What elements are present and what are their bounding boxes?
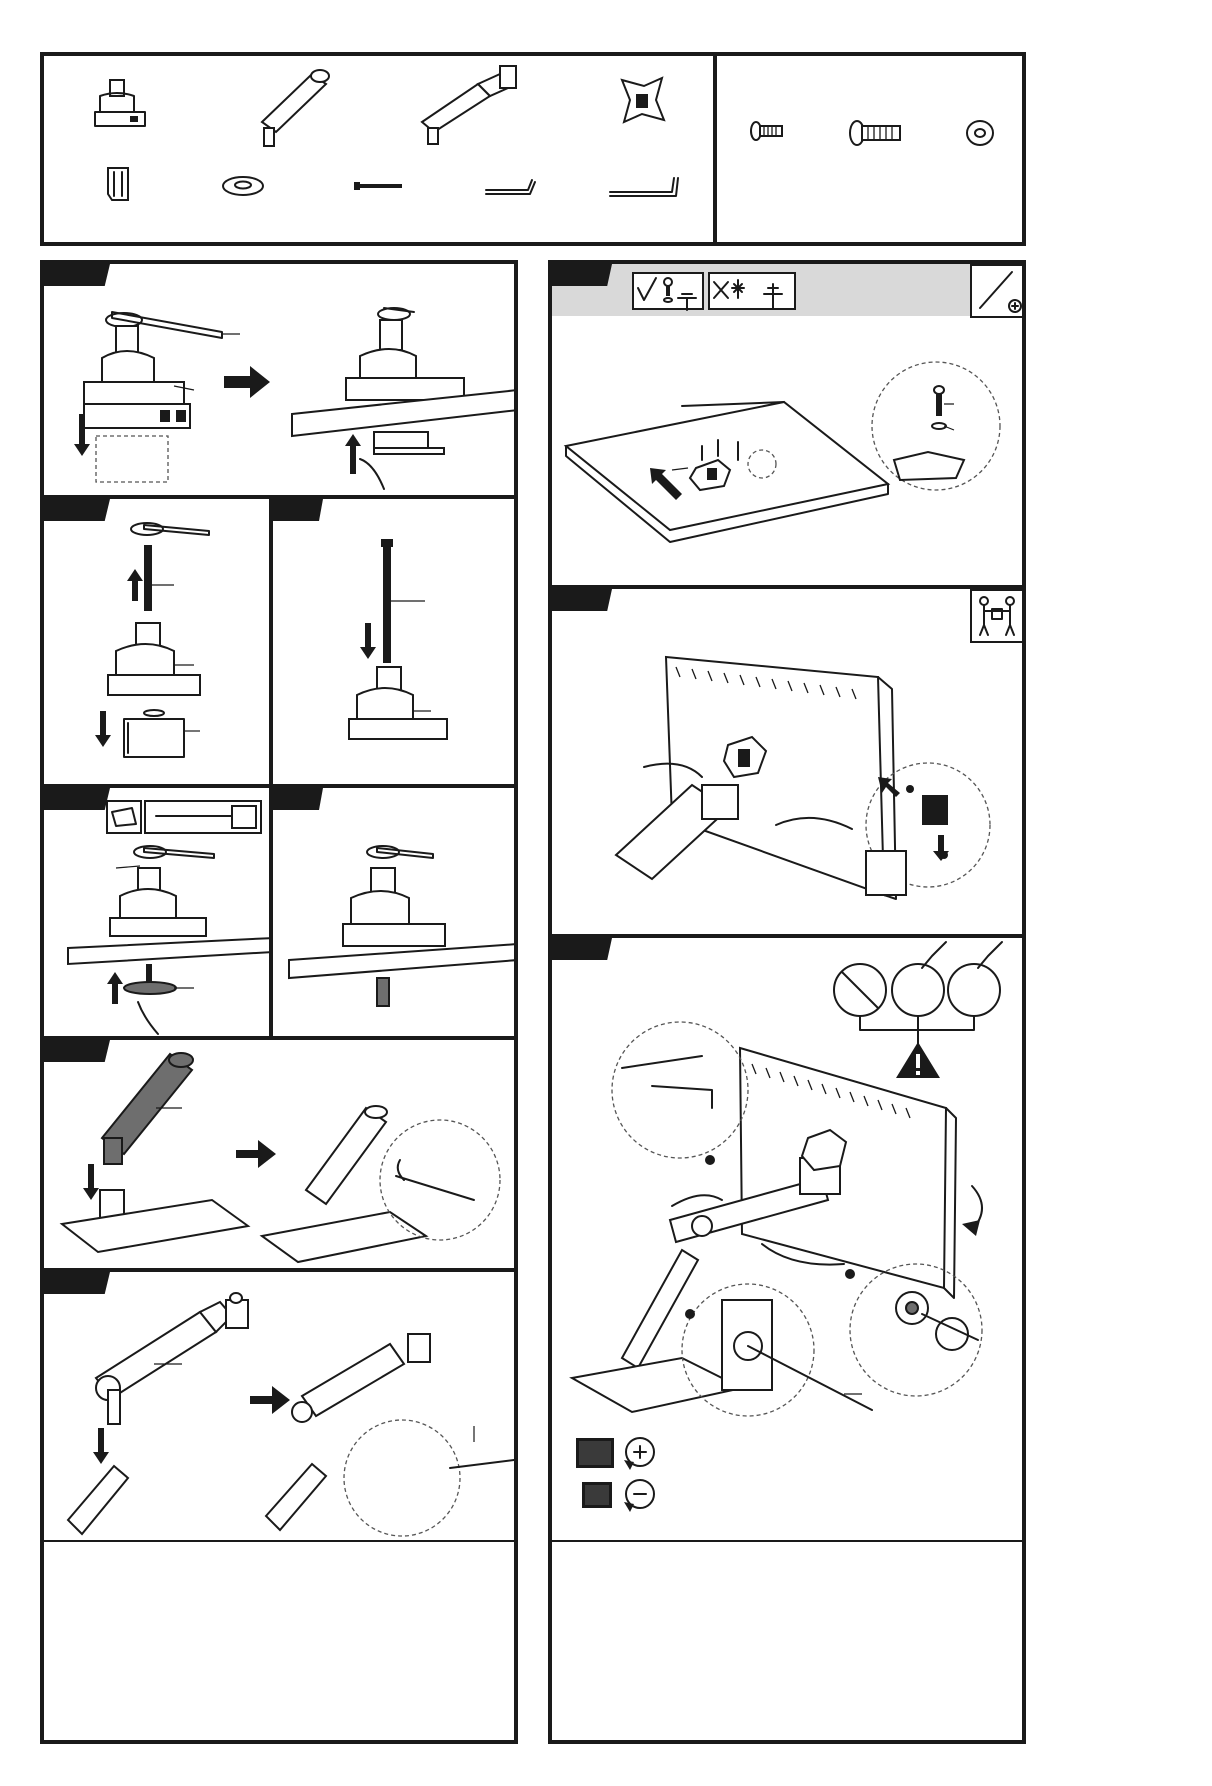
plus-rotate-icon [624,1438,654,1470]
cable-clip-part [108,168,128,200]
step-drill-hole [42,786,271,1038]
clamp-install-illustration [44,264,516,497]
hang-monitor-illustration [552,589,1024,936]
lower-arm-part [262,70,329,146]
parts-illustrations [0,0,1212,260]
step-lower-arm [42,1038,516,1270]
screw-icon [664,278,696,310]
lower-arm-illustration [44,1040,516,1270]
screwdriver-icon [980,272,1021,312]
grommet-plate-part [223,177,263,195]
step-upper-arm [42,1270,516,1542]
large-allen-key-part [610,178,678,196]
small-allen-key-part [486,180,535,194]
cross-icon [714,282,728,298]
clamp-base-part [95,80,145,126]
step-insert-bolt [271,497,516,786]
step-adjust-tension [550,936,1024,1542]
step-grommet-done [271,786,516,1038]
minus-rotate-icon [624,1480,654,1512]
step-clamp-install [42,262,516,497]
grommet-done-illustration [273,788,516,1038]
step-remove-clamp [42,497,271,786]
upper-arm-illustration [44,1272,516,1542]
vesa-attach-illustration [552,264,1024,587]
drill-hole-illustration [44,788,271,1038]
insert-bolt-illustration [273,499,516,786]
long-bolt-part [354,182,402,190]
vesa-plate-part [622,78,664,122]
two-people-icon [980,597,1014,635]
washer-part [967,121,993,145]
step-vesa-attach [550,262,1024,587]
tension-icons [552,938,1024,1542]
check-icon [638,278,656,300]
upper-arm-part [422,66,516,144]
long-screw-part [850,121,900,145]
remove-clamp-illustration [44,499,271,786]
short-screw-part [751,122,782,140]
step-hang-monitor [550,587,1024,936]
